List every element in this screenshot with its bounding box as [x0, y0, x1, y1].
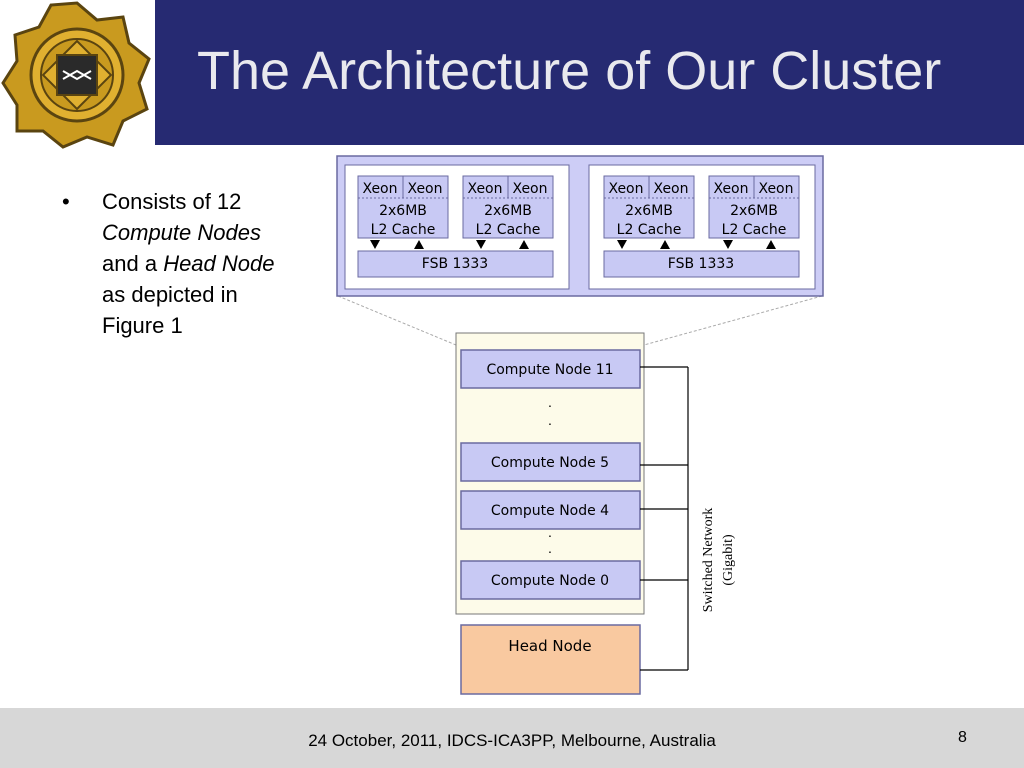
bullet-marker: •	[62, 189, 70, 214]
compute-node-box	[460, 560, 641, 600]
ellipsis-dot: ·	[548, 415, 553, 431]
cpu-label: Xeon	[758, 181, 793, 197]
bullet-list: • Consists of 12 Compute Nodes and a Hea…	[62, 186, 322, 341]
cache-size-label: 2x6MB	[379, 203, 427, 219]
slide-title: The Architecture of Our Cluster	[197, 41, 942, 101]
cpu-label: Xeon	[713, 181, 748, 197]
bullet-text-emphasis: Compute Nodes	[102, 220, 261, 245]
cluster-architecture-figure: Xeon Xeon 2x6MB L2 Cache Xeon Xeon 2x6MB…	[336, 155, 824, 695]
page-number: 8	[958, 729, 967, 746]
down-arrow-icon	[370, 240, 380, 249]
network-label: Switched Network (Gigabit)	[701, 508, 736, 613]
title-bar	[155, 0, 1024, 145]
fsb-bar	[603, 250, 800, 278]
cpu-label: Xeon	[512, 181, 547, 197]
compute-node-label: Compute Node 11	[486, 362, 613, 378]
down-arrow-icon	[476, 240, 486, 249]
fsb-label: FSB 1333	[422, 256, 488, 272]
processor-chip: Xeon Xeon 2x6MB L2 Cache	[708, 175, 800, 239]
cpu-label: Xeon	[362, 181, 397, 197]
ellipsis-dot: ·	[548, 543, 553, 559]
bullet-text-part: Consists of 12	[102, 189, 242, 214]
bullet-text-part: Figure 1	[102, 313, 183, 338]
bullet-item: • Consists of 12 Compute Nodes and a Hea…	[62, 186, 322, 341]
compute-node-box	[460, 442, 641, 482]
cache-label: L2 Cache	[476, 222, 541, 238]
zoom-line-left	[337, 295, 457, 346]
compute-node-box	[460, 349, 641, 389]
compute-node-label: Compute Node 0	[491, 573, 609, 589]
compute-node-label: Compute Node 5	[491, 455, 609, 471]
processor-chip: Xeon Xeon 2x6MB L2 Cache	[357, 175, 449, 239]
up-arrow-icon	[519, 240, 529, 249]
head-node-box	[460, 624, 641, 695]
cache-size-label: 2x6MB	[730, 203, 778, 219]
cache-size-label: 2x6MB	[625, 203, 673, 219]
footer-bar	[0, 708, 1024, 768]
cache-label: L2 Cache	[371, 222, 436, 238]
cache-size-label: 2x6MB	[484, 203, 532, 219]
bullet-text-part: and a	[102, 251, 158, 276]
down-arrow-icon	[617, 240, 627, 249]
footer-text: 24 October, 2011, IDCS-ICA3PP, Melbourne…	[308, 731, 716, 750]
down-arrow-icon	[723, 240, 733, 249]
ellipsis-dot: ·	[548, 527, 553, 543]
up-arrow-icon	[766, 240, 776, 249]
bullet-text-part: as depicted in	[102, 282, 238, 307]
bullet-text-emphasis: Head Node	[163, 251, 275, 276]
processor-chip: Xeon Xeon 2x6MB L2 Cache	[462, 175, 554, 239]
processor-chip: Xeon Xeon 2x6MB L2 Cache	[603, 175, 695, 239]
network-label-line: (Gigabit)	[721, 534, 736, 586]
head-node-label: Head Node	[508, 637, 591, 655]
up-arrow-icon	[414, 240, 424, 249]
cache-label: L2 Cache	[722, 222, 787, 238]
cpu-label: Xeon	[653, 181, 688, 197]
zoom-line-right	[643, 295, 823, 346]
university-crest-icon	[1, 1, 151, 149]
cache-label: L2 Cache	[617, 222, 682, 238]
cpu-label: Xeon	[608, 181, 643, 197]
fsb-bar	[357, 250, 554, 278]
network-connections	[640, 366, 689, 671]
up-arrow-icon	[660, 240, 670, 249]
cpu-label: Xeon	[407, 181, 442, 197]
ellipsis-dot: ·	[548, 397, 553, 413]
compute-node-label: Compute Node 4	[491, 503, 609, 519]
fsb-label: FSB 1333	[668, 256, 734, 272]
compute-node-box	[460, 490, 641, 530]
network-label-line: Switched Network	[701, 508, 716, 613]
cpu-label: Xeon	[467, 181, 502, 197]
